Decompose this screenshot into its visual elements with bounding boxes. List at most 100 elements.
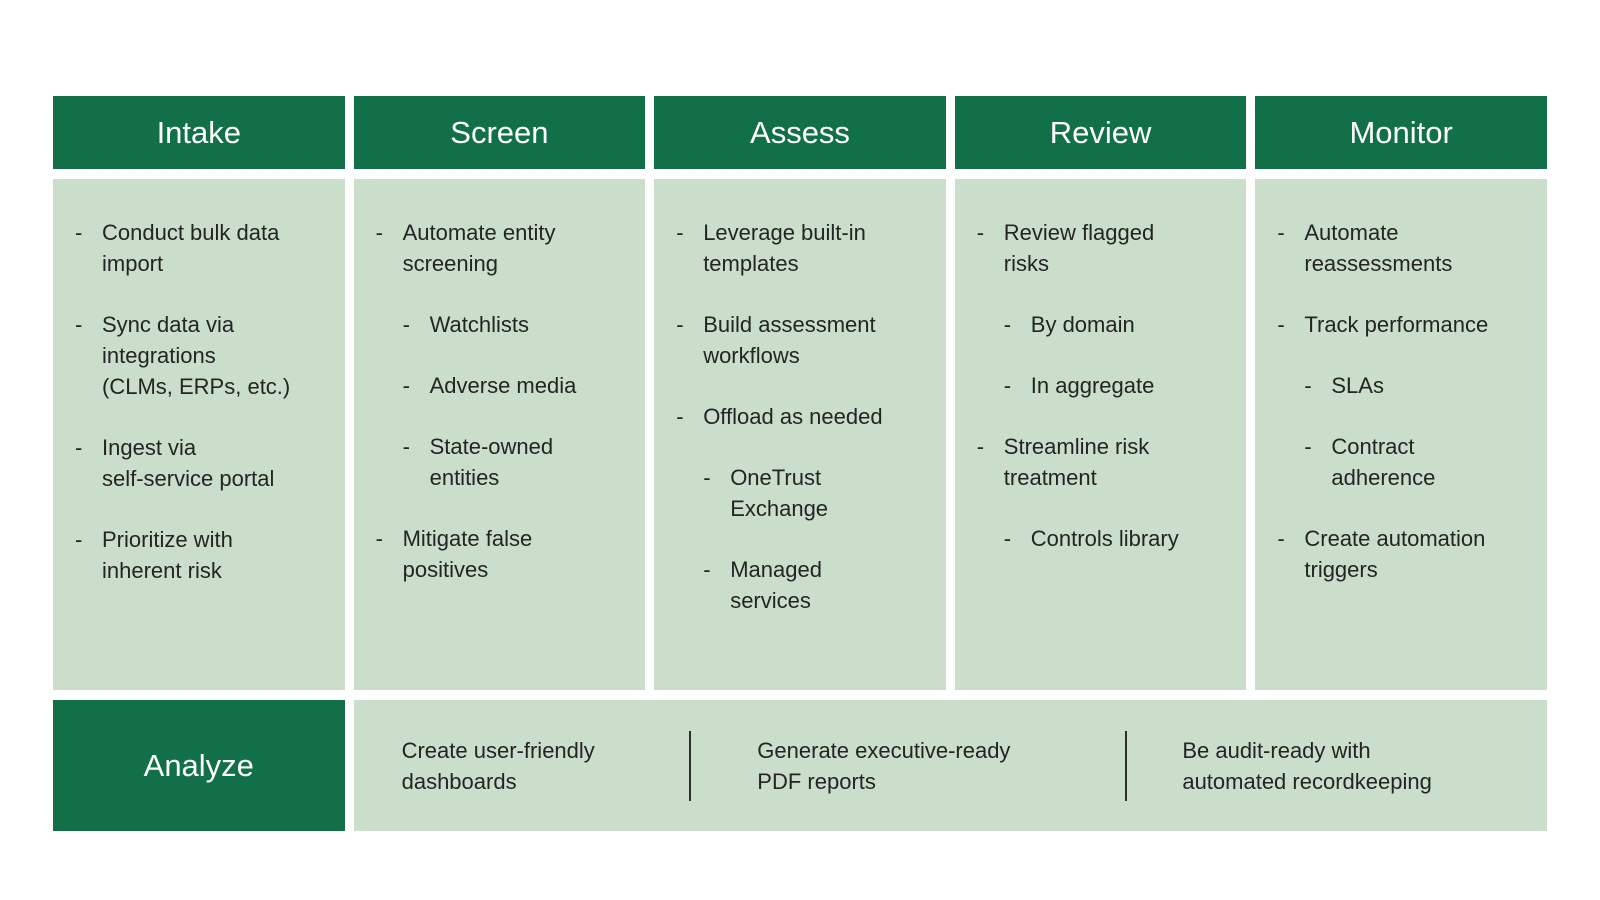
pipeline-board: Intake - Conduct bulk data import - Sync…	[53, 96, 1547, 831]
list-item: - State-owned entities	[354, 431, 636, 493]
analyze-cell-text: Be audit-ready with automated recordkeep…	[1182, 737, 1432, 794]
pipeline-columns: Intake - Conduct bulk data import - Sync…	[53, 96, 1547, 690]
vertical-divider	[689, 730, 692, 801]
list-item: - Mitigate false positives	[354, 523, 636, 585]
dash-marker: -	[676, 220, 684, 245]
list-item: - Sync data via integrations (CLMs, ERPs…	[53, 309, 335, 402]
analyze-cell-text: Generate executive-ready PDF reports	[757, 737, 1011, 794]
list-item-text: Sync data via integrations (CLMs, ERPs, …	[102, 312, 291, 399]
list-item: - Create automation triggers	[1255, 523, 1537, 585]
analyze-cell: Create user-friendly dashboards	[354, 700, 690, 831]
list-item-text: OneTrust Exchange	[730, 465, 829, 521]
pipeline-column-monitor: Monitor - Automate reassessments - Track…	[1255, 96, 1547, 690]
dash-marker: -	[402, 373, 410, 398]
list-item-text: Watchlists	[429, 312, 530, 337]
list-item-text: In aggregate	[1030, 373, 1155, 398]
dash-marker: -	[1304, 373, 1312, 398]
list-item: - By domain	[955, 309, 1237, 340]
dash-marker: -	[1277, 312, 1285, 337]
list-item-text: Contract adherence	[1331, 434, 1436, 490]
column-items: - Leverage built-in templates - Build as…	[654, 217, 936, 616]
dash-marker: -	[1003, 373, 1012, 398]
list-item: - Ingest via self-service portal	[53, 432, 335, 494]
list-item-text: Conduct bulk data import	[102, 220, 280, 276]
dash-marker: -	[976, 434, 985, 459]
analyze-header: Analyze	[53, 700, 345, 831]
dash-marker: -	[375, 526, 383, 551]
list-item: - Automate entity screening	[354, 217, 636, 279]
list-item-text: Review flagged risks	[1003, 220, 1155, 276]
dash-marker: -	[676, 404, 684, 429]
list-item: - Adverse media	[354, 370, 636, 401]
column-body: - Conduct bulk data import - Sync data v…	[53, 179, 345, 690]
dash-marker: -	[1003, 312, 1012, 337]
analyze-panel: Create user-friendly dashboards Generate…	[353, 700, 1547, 831]
dash-marker: -	[75, 312, 83, 337]
column-header-screen: Screen	[353, 96, 646, 169]
column-header-assess: Assess	[654, 96, 946, 169]
list-item-text: Prioritize with inherent risk	[102, 527, 233, 583]
column-header-review: Review	[954, 96, 1247, 169]
list-item: - Automate reassessments	[1255, 217, 1537, 279]
column-body: - Review flagged risks - By domain - In …	[954, 179, 1247, 690]
list-item-text: By domain	[1030, 312, 1135, 337]
dash-marker: -	[1003, 526, 1012, 551]
list-item-text: Offload as needed	[703, 404, 883, 429]
dash-marker: -	[1277, 526, 1285, 551]
dash-marker: -	[976, 220, 985, 245]
column-items: - Automate reassessments - Track perform…	[1255, 217, 1537, 585]
list-item: - Review flagged risks	[955, 217, 1237, 279]
pipeline-column-intake: Intake - Conduct bulk data import - Sync…	[53, 96, 345, 690]
list-item: - Managed services	[654, 554, 936, 616]
analyze-row: Analyze Create user-friendly dashboards …	[53, 700, 1547, 831]
column-body: - Automate entity screening - Watchlists…	[353, 179, 646, 690]
dash-marker: -	[402, 434, 410, 459]
list-item-text: State-owned entities	[429, 434, 554, 490]
dash-marker: -	[676, 312, 684, 337]
pipeline-column-assess: Assess - Leverage built-in templates - B…	[654, 96, 946, 690]
column-body: - Leverage built-in templates - Build as…	[654, 179, 946, 690]
list-item: - Controls library	[955, 523, 1237, 554]
analyze-cell: Generate executive-ready PDF reports	[691, 700, 1125, 831]
list-item: - Track performance	[1255, 309, 1537, 340]
column-header-intake: Intake	[53, 96, 345, 169]
list-item-text: Track performance	[1304, 312, 1489, 337]
pipeline-column-screen: Screen - Automate entity screening - Wat…	[353, 96, 646, 690]
list-item: - In aggregate	[955, 370, 1237, 401]
list-item-text: Build assessment workflows	[703, 312, 876, 368]
dash-marker: -	[75, 435, 83, 460]
column-header-monitor: Monitor	[1255, 96, 1547, 169]
list-item-text: Ingest via self-service portal	[102, 435, 275, 491]
column-items: - Conduct bulk data import - Sync data v…	[53, 217, 335, 586]
list-item-text: Streamline risk treatment	[1003, 434, 1150, 490]
analyze-cell: Be audit-ready with automated recordkeep…	[1127, 700, 1547, 831]
list-item-text: Controls library	[1030, 526, 1179, 551]
list-item: - Offload as needed	[654, 401, 936, 432]
column-body: - Automate reassessments - Track perform…	[1255, 179, 1547, 690]
list-item: - OneTrust Exchange	[654, 462, 936, 524]
dash-marker: -	[1304, 434, 1312, 459]
list-item-text: Managed services	[730, 557, 822, 613]
list-item-text: Create automation triggers	[1304, 526, 1486, 582]
dash-marker: -	[1277, 220, 1285, 245]
column-items: - Review flagged risks - By domain - In …	[955, 217, 1237, 554]
list-item: - Build assessment workflows	[654, 309, 936, 371]
list-item: - Prioritize with inherent risk	[53, 524, 335, 586]
vertical-divider	[1125, 730, 1128, 801]
list-item: - Conduct bulk data import	[53, 217, 335, 279]
list-item: - SLAs	[1255, 370, 1537, 401]
dash-marker: -	[75, 220, 83, 245]
list-item: - Watchlists	[354, 309, 636, 340]
list-item-text: Automate reassessments	[1304, 220, 1453, 276]
pipeline-column-review: Review - Review flagged risks - By domai…	[954, 96, 1247, 690]
list-item: - Contract adherence	[1255, 431, 1537, 493]
list-item: - Leverage built-in templates	[654, 217, 936, 279]
list-item-text: Mitigate false positives	[402, 526, 533, 582]
dash-marker: -	[375, 220, 383, 245]
list-item-text: Leverage built-in templates	[703, 220, 866, 276]
list-item-text: SLAs	[1331, 373, 1384, 398]
dash-marker: -	[75, 527, 83, 552]
list-item-text: Adverse media	[429, 373, 577, 398]
column-items: - Automate entity screening - Watchlists…	[354, 217, 636, 585]
analyze-cell-text: Create user-friendly dashboards	[401, 737, 595, 794]
